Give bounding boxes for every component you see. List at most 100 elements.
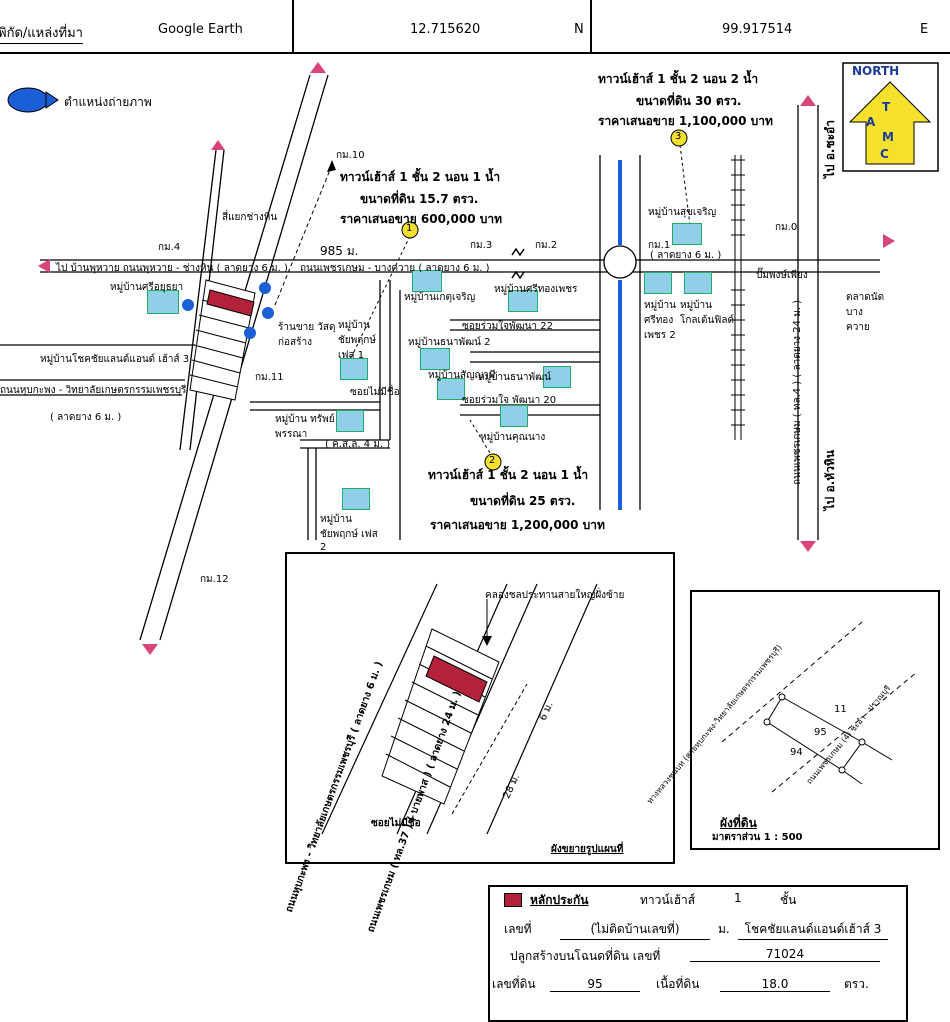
coordinate-header: พิกัด/แหล่งที่มา Google Earth 12.715620 … xyxy=(0,0,950,54)
callout-3-number: 3 xyxy=(675,131,682,142)
source-value: Google Earth xyxy=(158,22,243,37)
deed-value: 71024 xyxy=(690,947,880,962)
to-chaam-label: ไป อ.ชะอำ xyxy=(823,120,837,179)
intersection-label: สี่แยกช่างหิน xyxy=(222,212,278,223)
plot-n94: 94 xyxy=(790,747,803,758)
village-chok-label: หมู่บ้านโชคชัยแลนด์แอนด์ เฮ้าส์ 3 xyxy=(40,354,190,365)
hwy-right-label: ถนนเพชรเกษม ( ทล.4 ) ( ลาดยาง 24 ม. ) xyxy=(792,300,803,485)
vil-khunnang-label: หมู่บ้านคุณนาง xyxy=(480,432,546,443)
collateral-label: หลักประกัน xyxy=(530,893,589,907)
road-phetkasem-label: ถนนเพชรเกษม - บางควาย ( ลาดยาง 6 ม. ) xyxy=(300,263,490,274)
village-icon-thanapat xyxy=(543,366,571,388)
north-letter-m: M xyxy=(882,130,894,144)
plot-title: ผังที่ดิน xyxy=(720,816,757,830)
area-label: เนื้อที่ดิน xyxy=(656,977,700,991)
village-sri-label: หมู่บ้านศรีอยุธยา xyxy=(110,282,184,293)
road-hub-label: ถนนหุบกะพง - วิทยาลัยเกษตรกรรมเพชรบุรี xyxy=(0,385,187,396)
longitude-cell: 99.917514 E xyxy=(590,0,948,52)
photo-position-legend: ตำแหน่งถ่ายภาพ xyxy=(64,95,152,109)
callout-1-line2: ขนาดที่ดิน 15.7 ตรว. xyxy=(360,192,479,206)
moo-label: ม. xyxy=(718,922,730,936)
road-6m-label: ( ลาดยาง 6 ม. ) xyxy=(650,250,722,261)
to-huahin-label: ไป อ.หัวหิน xyxy=(823,450,837,511)
house-no-value: (ไม่ติดบ้านเลขที่) xyxy=(560,920,710,940)
project-name: โชคชัยแลนด์แอนด์เฮ้าส์ 3 xyxy=(738,920,888,940)
vil-kesuk-label: หมู่บ้านเกตุเจริญ xyxy=(404,292,476,303)
inset-canal-label: คลองชลประทานสายใหญ่ฝั่งซ้าย xyxy=(485,590,625,601)
longitude-value: 99.917514 xyxy=(722,22,793,37)
market-label: ตลาดนัด บางควาย xyxy=(846,292,885,333)
vil-suksan-label: หมู่บ้านสุขเจริญ xyxy=(648,207,717,218)
km3-label: กม.3 xyxy=(470,240,493,251)
source-label: พิกัด/แหล่งที่มา xyxy=(0,22,83,44)
kss4-label: ( ค.ส.ล. 4 ม. ) xyxy=(325,439,391,450)
ptt-label: ปั๊มพงษ์เพียง xyxy=(756,270,808,281)
village-icon-suksan xyxy=(672,223,702,245)
soi20-label: ซอยร่วมใจ พัฒนา 20 xyxy=(462,395,557,406)
callout-2-line3: ราคาเสนอขาย 1,200,000 บาท xyxy=(430,518,605,532)
village-icon-sri xyxy=(147,290,179,314)
inset-map: คลองชลประทานสายใหญ่ฝั่งซ้าย ถนนหุบกะพง -… xyxy=(284,552,675,934)
km12-label: กม.12 xyxy=(200,574,229,585)
callout-2-line1: ทาวน์เฮ้าส์ 1 ชั้น 2 นอน 1 น้ำ xyxy=(428,468,589,482)
latitude-cell: 12.715620 N xyxy=(292,0,592,52)
village-icon-golden xyxy=(684,272,712,294)
village-icon-thanapat2 xyxy=(420,348,450,370)
km2-label: กม.2 xyxy=(535,240,558,251)
vil-srithep-label: หมู่บ้านศรีทองเพชร xyxy=(494,284,578,295)
vil-chaiyapruk1-label: หมู่บ้าน ชัยพฤกษ์ เฟส 1 xyxy=(338,320,376,361)
plot-n95: 95 xyxy=(814,727,827,738)
km1-label: กม.1 xyxy=(648,240,671,251)
village-icon-kesuk xyxy=(412,270,442,292)
land-no-value: 95 xyxy=(550,977,640,992)
callout-3-line3: ราคาเสนอขาย 1,100,000 บาท xyxy=(598,114,773,128)
source-cell: พิกัด/แหล่งที่มา Google Earth xyxy=(0,0,294,52)
km0-label: กม.0 xyxy=(775,222,798,233)
km11-label: กม.11 xyxy=(255,372,284,383)
inset-title: ผังขยายรูปแผนที่ xyxy=(551,844,624,855)
vil-golden-label: หมู่บ้าน โกลเด้นฟิลด์ xyxy=(680,300,735,326)
road-main-left-label: ไป บ้านพุหวาย ถนนพุหวาย - ช่างหิน ( ลาดย… xyxy=(56,263,288,274)
plot-map: 11 95 94 ทางหลวงชนบท (สายหุบกะพง-วิทยาลั… xyxy=(645,590,940,850)
shop-label: ร้านขาย วัสดุก่อสร้าง xyxy=(278,322,336,348)
latitude-dir: N xyxy=(574,22,584,37)
area-unit: ตรว. xyxy=(844,977,869,991)
north-letter-t: T xyxy=(882,100,891,114)
longitude-dir: E xyxy=(920,22,929,37)
lane-no-name-label: ซอยไม่มีชื่อ xyxy=(350,387,400,398)
north-letter-c: C xyxy=(880,147,889,161)
village-icon-srithep2 xyxy=(644,272,672,294)
vil-sanyamee-label: หมู่บ้านสัญญามี xyxy=(428,370,496,381)
road-hub-width-label: ( ลาดยาง 6 ม. ) xyxy=(50,412,122,423)
deed-label: ปลูกสร้างบนโฉนดที่ดิน เลขที่ xyxy=(510,949,661,963)
collateral-swatch xyxy=(504,893,522,907)
house-no-label: เลขที่ xyxy=(504,922,532,936)
north-letter-a: A xyxy=(866,115,876,129)
vil-srithep2-label: หมู่บ้าน ศรีทอง เพชร 2 xyxy=(644,300,676,341)
callout-3-line1: ทาวน์เฮ้าส์ 1 ชั้น 2 นอน 2 น้ำ xyxy=(598,72,759,86)
callout-1-number: 1 xyxy=(406,223,413,234)
plot-scale: มาตราส่วน 1 : 500 xyxy=(712,832,803,843)
area-value: 18.0 xyxy=(720,977,830,992)
callout-2-line2: ขนาดที่ดิน 25 ตรว. xyxy=(470,494,576,508)
callout-1-line1: ทาวน์เฮ้าส์ 1 ชั้น 2 นอน 1 น้ำ xyxy=(340,170,501,184)
vil-chaiyapruk2-label: หมู่บ้านชัยพฤกษ์ เฟส 2 xyxy=(320,514,378,553)
inset-lane-label: ซอยไม่มีชื่อ xyxy=(371,818,421,829)
callout-3-line2: ขนาดที่ดิน 30 ตรว. xyxy=(636,94,742,108)
distance-label: 985 ม. xyxy=(320,244,359,258)
vil-thanapat-label: หมู่บ้านธนาพัฒน์ xyxy=(478,372,551,383)
collateral-legend: หลักประกัน ทาวน์เฮ้าส์ 1 ชั้น เลขที่ (ไม… xyxy=(488,885,908,1022)
floors-unit: ชั้น xyxy=(780,893,797,907)
callout-2-number: 2 xyxy=(489,455,496,466)
land-no-label: เลขที่ดิน xyxy=(492,977,536,991)
km10-label: กม.10 xyxy=(336,150,365,161)
village-icon-sanyamee xyxy=(437,378,465,400)
north-label: NORTH xyxy=(852,64,900,78)
vil-sabpop-label: หมู่บ้าน ทรัพย์พรรณา xyxy=(275,414,335,440)
callout-1-line3: ราคาเสนอขาย 600,000 บาท xyxy=(340,212,503,226)
village-icon-chaiyapruk1 xyxy=(340,358,368,380)
vil-thanapat2-label: หมู่บ้านธนาพัฒน์ 2 xyxy=(408,337,491,348)
village-icon-chaiyapruk2 xyxy=(342,488,370,510)
floors-value: 1 xyxy=(734,891,742,905)
